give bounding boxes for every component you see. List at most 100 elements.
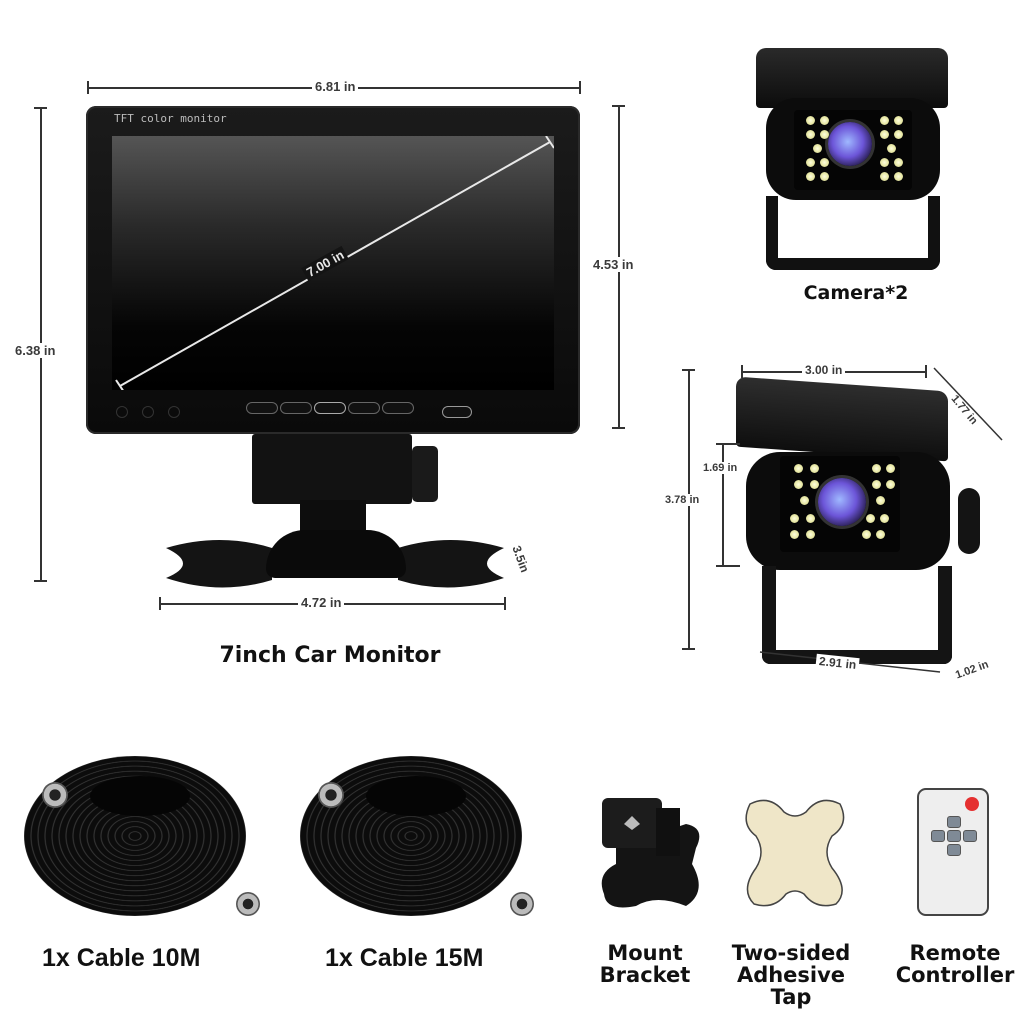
remote-down-button[interactable] xyxy=(947,844,961,856)
led-icon xyxy=(820,116,829,125)
camera-width-top-label: 3.00 in xyxy=(802,363,846,377)
cable-coil-center xyxy=(90,776,190,816)
led-icon xyxy=(806,514,815,523)
led-icon xyxy=(810,464,819,473)
indicator-icon xyxy=(142,406,154,418)
led-icon xyxy=(800,496,809,505)
led-icon xyxy=(894,130,903,139)
remote-left-button[interactable] xyxy=(931,830,945,842)
led-icon xyxy=(794,480,803,489)
camera-total-height-label: 3.78 in xyxy=(662,494,703,506)
led-icon xyxy=(806,158,815,167)
monitor-brand-text: TFT color monitor xyxy=(114,112,227,125)
led-icon xyxy=(813,144,822,153)
monitor-stand-head xyxy=(252,434,412,504)
camera-depth-top-line xyxy=(933,367,1003,441)
led-icon xyxy=(876,530,885,539)
remote-menu-button[interactable] xyxy=(947,830,961,842)
dimension-cap xyxy=(741,365,743,378)
led-icon xyxy=(872,464,881,473)
monitor-screen: 7.00 in xyxy=(112,136,554,390)
indicator-icon xyxy=(168,406,180,418)
monitor-indicator-row xyxy=(116,406,180,418)
led-icon xyxy=(866,514,875,523)
label-line: Bracket xyxy=(599,963,691,988)
base-depth-label: 3.5in xyxy=(509,543,532,575)
led-icon xyxy=(810,480,819,489)
monitor-caption: 7inch Car Monitor xyxy=(219,643,441,668)
monitor-base-cone xyxy=(266,530,406,578)
base-width-label: 4.72 in xyxy=(298,595,345,610)
monitor-base-plate xyxy=(166,540,504,588)
led-icon xyxy=(894,158,903,167)
camera-bracket xyxy=(766,196,940,270)
led-icon xyxy=(790,514,799,523)
led-icon xyxy=(806,116,815,125)
adhesive-tape xyxy=(745,799,845,907)
monitor-usb-port xyxy=(442,406,472,418)
led-icon xyxy=(790,530,799,539)
remote-up-button[interactable] xyxy=(947,816,961,828)
dimension-cap xyxy=(612,427,625,429)
monitor-button-minus[interactable] xyxy=(348,402,380,414)
indicator-icon xyxy=(116,406,128,418)
remote-controller-label: Remote Controller xyxy=(890,942,1020,986)
remote-controller xyxy=(917,788,989,916)
led-icon xyxy=(820,172,829,181)
remote-right-button[interactable] xyxy=(963,830,977,842)
led-icon xyxy=(806,530,815,539)
remote-power-button[interactable] xyxy=(965,797,979,811)
adhesive-tape-label: Two-sided Adhesive Tap xyxy=(716,942,866,1008)
camera-face-height-label: 1.69 in xyxy=(700,462,741,474)
dimension-cap xyxy=(87,81,89,94)
cable-connector-icon xyxy=(318,782,344,808)
led-icon xyxy=(806,172,815,181)
led-icon xyxy=(894,172,903,181)
camera-base-depth-label: 1.02 in xyxy=(953,658,991,682)
screen-height-label: 4.53 in xyxy=(590,257,637,272)
monitor-button-power[interactable] xyxy=(280,402,312,414)
led-icon xyxy=(806,130,815,139)
camera-caption: Camera*2 xyxy=(803,282,909,304)
cable-connector-icon xyxy=(510,892,534,916)
label-line: Mount xyxy=(607,941,683,965)
monitor-button-plus[interactable] xyxy=(382,402,414,414)
monitor-height-label: 6.38 in xyxy=(12,343,59,358)
led-icon xyxy=(880,116,889,125)
camera-sun-visor xyxy=(736,376,948,462)
led-icon xyxy=(880,514,889,523)
monitor-button-video[interactable] xyxy=(246,402,278,414)
dimension-cap xyxy=(504,597,506,610)
monitor-button-row xyxy=(246,402,414,414)
dimension-cap xyxy=(159,597,161,610)
dimension-cap xyxy=(925,365,927,378)
dimension-cap xyxy=(716,565,740,567)
dimension-cap xyxy=(682,648,695,650)
dimension-cap xyxy=(34,580,47,582)
label-line: Adhesive Tap xyxy=(736,963,846,1010)
led-icon xyxy=(886,464,895,473)
led-icon xyxy=(894,116,903,125)
dimension-cap xyxy=(612,105,625,107)
cable-15m-label: 1x Cable 15M xyxy=(325,944,484,972)
label-line: Remote xyxy=(909,941,1001,965)
led-icon xyxy=(876,496,885,505)
camera-side-mount xyxy=(958,488,980,554)
label-line: Two-sided xyxy=(731,941,851,965)
cable-10m-label: 1x Cable 10M xyxy=(42,944,201,972)
cable-connector-icon xyxy=(42,782,68,808)
dimension-line xyxy=(688,370,690,650)
car-monitor: TFT color monitor 7.00 in xyxy=(86,106,580,434)
monitor-button-menu[interactable] xyxy=(314,402,346,414)
dimension-cap xyxy=(34,107,47,109)
dimension-cap xyxy=(682,369,695,371)
led-icon xyxy=(794,464,803,473)
dimension-cap xyxy=(579,81,581,94)
led-icon xyxy=(880,172,889,181)
monitor-stand-knob[interactable] xyxy=(412,446,438,502)
led-icon xyxy=(880,130,889,139)
label-line: Controller xyxy=(895,963,1015,988)
camera-lens xyxy=(818,478,866,526)
monitor-width-label: 6.81 in xyxy=(312,79,359,94)
dimension-cap xyxy=(716,443,740,445)
